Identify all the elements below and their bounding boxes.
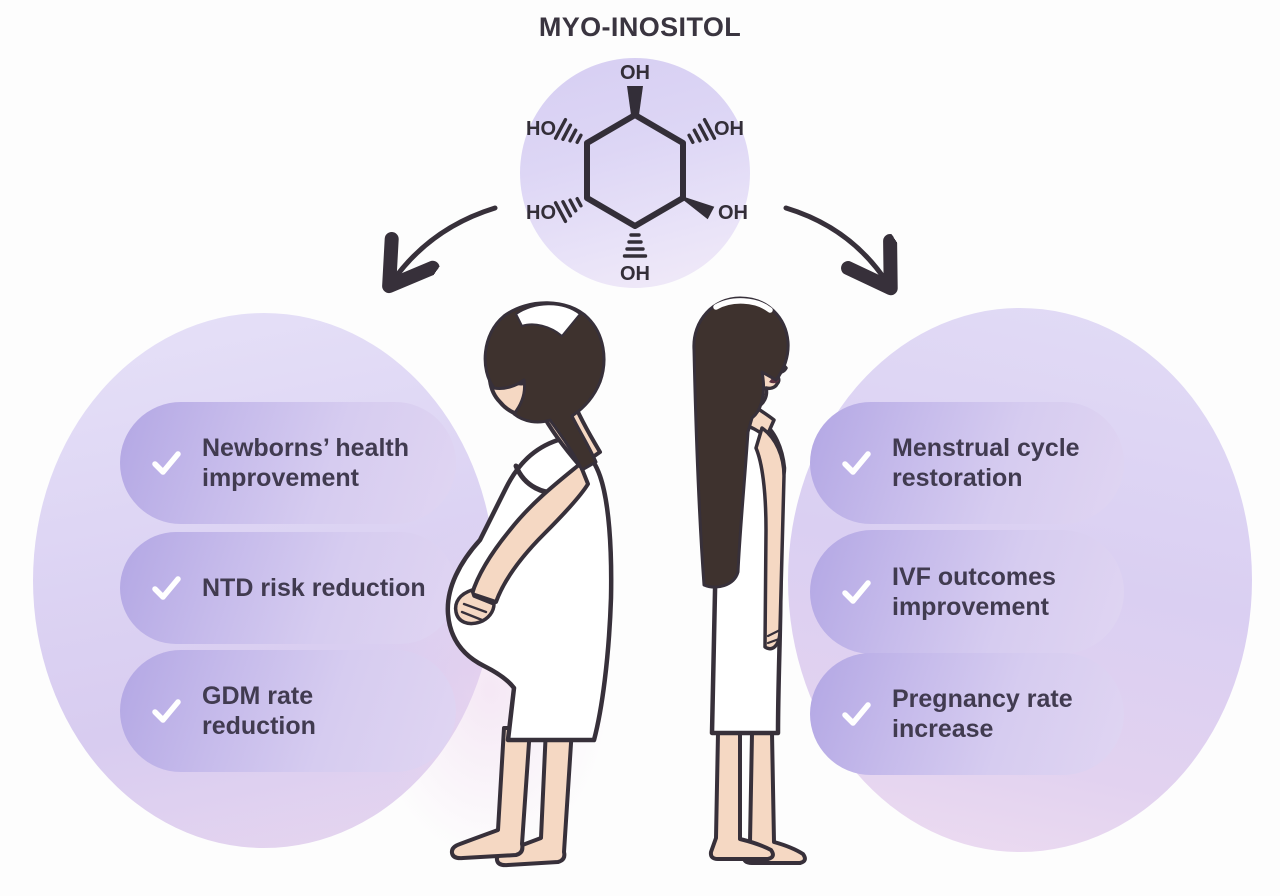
check-icon [842, 451, 871, 475]
hashed-bond [553, 117, 717, 258]
hydroxyl-label-lower-right: OH [718, 202, 748, 224]
hydroxyl-label-upper-right: OH [714, 118, 744, 140]
benefit-pill: Menstrual cycle restoration [810, 402, 1124, 524]
left-arrow-icon [392, 205, 498, 282]
benefit-pill: IVF outcomes improvement [810, 530, 1124, 654]
women-illustrations [445, 296, 807, 868]
wedge-bond [682, 196, 715, 220]
hydroxyl-label-top: OH [620, 62, 650, 84]
benefit-label: Newborns’ health improvement [202, 433, 409, 493]
check-icon [152, 576, 181, 600]
benefit-pill: NTD risk reduction [120, 532, 456, 644]
woman-illustration [692, 296, 807, 865]
hydroxyl-label-bottom: OH [620, 263, 650, 285]
check-icon [842, 580, 871, 604]
benefit-label: GDM rate reduction [202, 681, 316, 741]
benefit-label: NTD risk reduction [202, 573, 426, 602]
molecule-structure: OH HO OH HO OH OH [526, 62, 748, 285]
benefit-label: Menstrual cycle restoration [892, 433, 1080, 493]
check-icon [842, 702, 871, 726]
check-icon [152, 699, 181, 723]
benefit-label: Pregnancy rate increase [892, 684, 1073, 744]
flow-arrows [368, 205, 928, 306]
page-title: MYO-INOSITOL [538, 12, 742, 42]
benefit-label: IVF outcomes improvement [892, 562, 1056, 622]
benefit-pill: Pregnancy rate increase [810, 653, 1124, 775]
check-icon [152, 451, 181, 475]
benefit-pill: Newborns’ health improvement [120, 402, 456, 524]
hydroxyl-label-lower-left: HO [526, 202, 556, 224]
wedge-bond [627, 86, 643, 115]
hydroxyl-label-upper-left: HO [526, 118, 556, 140]
benefit-pill: GDM rate reduction [120, 650, 456, 772]
right-arrow-icon [783, 205, 888, 284]
pregnant-woman-illustration [445, 301, 614, 868]
